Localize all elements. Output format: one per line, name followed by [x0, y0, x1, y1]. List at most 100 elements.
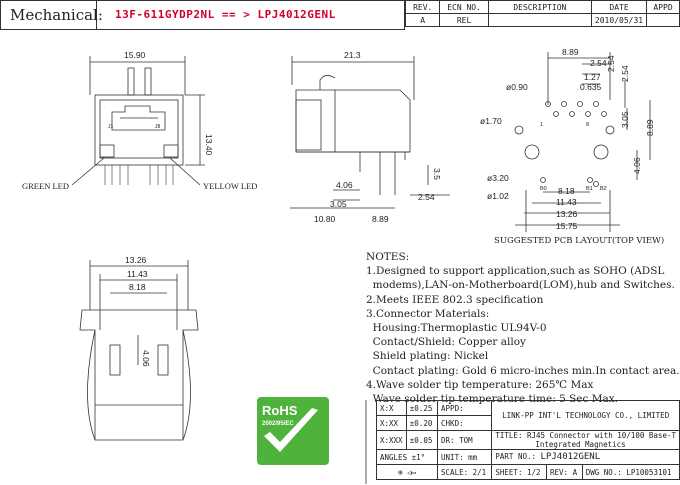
- front-view: [71, 56, 205, 186]
- dwg-value: LP10053101: [626, 467, 672, 477]
- bottom-w1: 13.26: [125, 255, 147, 265]
- sheet-cell: SHEET: 1/2: [491, 464, 548, 480]
- note-line: 4.Wave solder tip temperature: 265℃ Max: [366, 378, 594, 391]
- header-separator: [96, 0, 97, 30]
- notes-heading: NOTES:: [366, 251, 410, 263]
- side-d5-label: 2.54: [418, 192, 435, 202]
- bottom-h1: 4.06: [141, 350, 151, 367]
- side-d3-label: 10.80: [314, 214, 336, 224]
- pcb-pin-b0: B0: [540, 186, 547, 192]
- dwg-cell: DWG NO.: LP10053101: [581, 464, 680, 480]
- note-line: 3.Connector Materials:: [366, 307, 490, 320]
- tol3v: ±0.05: [405, 430, 439, 450]
- pcb-b3: 13.26: [556, 209, 578, 219]
- pin-j8: J8: [155, 124, 161, 130]
- pcb-top2: 2.54: [590, 58, 607, 68]
- pcb-pin-8: 8: [586, 122, 589, 128]
- ecn-value: REL: [439, 13, 489, 27]
- note-line: Shield plating: Nickel: [366, 350, 489, 363]
- date-value: 2010/05/31: [590, 13, 648, 27]
- pcb-b1: 8.18: [558, 186, 575, 196]
- note-line: Contact plating: Gold 6 micro-inches min…: [366, 364, 680, 377]
- scale-label: SCALE:: [441, 467, 469, 477]
- rohs-logo: RoHS 2002/95/EC: [257, 397, 329, 465]
- side-d6-label: 3.5: [432, 168, 442, 180]
- rev-header-rev: REV.: [404, 0, 441, 14]
- pcb-right1: 2.54: [606, 55, 616, 72]
- unit-value: mm: [468, 452, 478, 462]
- pcb-pin-b1: B1: [586, 186, 593, 192]
- unit-cell: UNIT: mm: [437, 449, 493, 465]
- pcb-b2: 11.43: [556, 197, 577, 207]
- revision-table: REV. ECN NO. DESCRIPTION DATE APPD A REL…: [404, 0, 680, 27]
- note-line: modems),LAN-on-Motherboard(LOM),hub and …: [366, 279, 675, 292]
- part-cell: PART NO.: LPJ4012GENL: [491, 449, 680, 465]
- pcb-right1b: 2.54: [620, 65, 630, 82]
- sheet-value: 1/2: [526, 467, 541, 477]
- title-block: X:X ±0.25 APPD: LINK-PP INT'L TECHNOLOGY…: [375, 400, 680, 480]
- dr-value: TOM: [459, 435, 473, 445]
- tol2: X:XX: [376, 415, 407, 431]
- appd-value: [646, 13, 680, 27]
- tol2v: ±0.20: [405, 415, 439, 431]
- part-value: LPJ4012GENL: [540, 452, 601, 462]
- dr-cell: DR: TOM: [437, 430, 493, 450]
- angles: ANGLES ±1°: [375, 449, 439, 465]
- bottom-view: [79, 260, 199, 441]
- projection-icon: ⊕ ◁▭: [397, 467, 417, 477]
- title-value-2: Integrated Magnetics: [535, 440, 626, 449]
- note-line: 2.Meets IEEE 802.3 specification: [366, 293, 544, 306]
- bottom-w3: 8.18: [129, 282, 146, 292]
- pcb-top1: 8.89: [562, 47, 579, 57]
- side-d2-label: 3.05: [330, 199, 347, 209]
- rohs-text: RoHS: [262, 403, 298, 418]
- rohs-sub: 2002/95/EC: [262, 421, 294, 427]
- pin-j1: J1: [108, 124, 114, 130]
- pcb-pin-b2: B2: [600, 186, 607, 192]
- dwg-label: DWG NO.:: [585, 467, 622, 477]
- tol1: X:X: [376, 400, 407, 416]
- notes-block: NOTES: 1.Designed to support application,…: [366, 250, 680, 406]
- yellow-led-label: YELLOW LED: [203, 181, 257, 191]
- scale-cell: SCALE: 2/1: [437, 464, 493, 480]
- unit-label: UNIT:: [441, 452, 464, 462]
- note-line: Contact/Shield: Copper alloy: [366, 336, 526, 349]
- pcb-layout: [514, 52, 651, 232]
- rev-cell: REV: A: [546, 464, 583, 480]
- front-height-label: 13.40: [204, 134, 214, 156]
- pcb-r3: 8.89: [645, 119, 655, 136]
- rev-value: A: [404, 13, 441, 27]
- title-value-1: RJ45 Connector with 10/100 Base-T: [526, 431, 676, 440]
- bottom-w2: 11.43: [127, 269, 148, 279]
- green-led-label: GREEN LED: [22, 181, 69, 191]
- note-line: 1.Designed to support application,such a…: [366, 265, 665, 278]
- dr-label: DR:: [441, 435, 455, 445]
- part-mapping: 13F-611GYDP2NL == > LPJ4012GENL: [115, 8, 336, 21]
- front-width-label: 15.90: [124, 50, 146, 60]
- pcb-hole2: ø1.70: [480, 116, 502, 126]
- part-label: PART NO.:: [495, 452, 537, 461]
- pcb-r4: 4.06: [632, 157, 642, 174]
- pcb-b4: 15.75: [556, 221, 578, 231]
- tol1v: ±0.25: [405, 400, 439, 416]
- appd-label: APPD:: [437, 400, 493, 416]
- header-box: [0, 0, 405, 30]
- pcb-pin-1: 1: [540, 122, 543, 128]
- side-d4-label: 8.89: [372, 214, 389, 224]
- pcb-caption: SUGGESTED PCB LAYOUT(TOP VIEW): [494, 236, 665, 246]
- projection-symbol: ⊕ ◁▭: [375, 464, 439, 480]
- pcb-r2: 3.05: [620, 111, 630, 128]
- company-name: LINK-PP INT'L TECHNOLOGY CO., LIMITED: [491, 400, 680, 431]
- side-d1-label: 4.06: [336, 180, 353, 190]
- tol3: X:XXX: [376, 430, 407, 450]
- pcb-hole3: ø3.20: [487, 173, 509, 183]
- pcb-top3: 1.27: [584, 72, 601, 82]
- chkd-label: CHKD:: [437, 415, 493, 431]
- rev-value: A: [572, 467, 578, 477]
- side-length-label: 21.3: [344, 50, 361, 60]
- sheet-label: SHEET:: [495, 467, 523, 477]
- pcb-hole1: ø0.90: [506, 82, 528, 92]
- title-cell: TITLE: RJ45 Connector with 10/100 Base-T…: [491, 430, 680, 450]
- scale-value: 2/1: [472, 467, 487, 477]
